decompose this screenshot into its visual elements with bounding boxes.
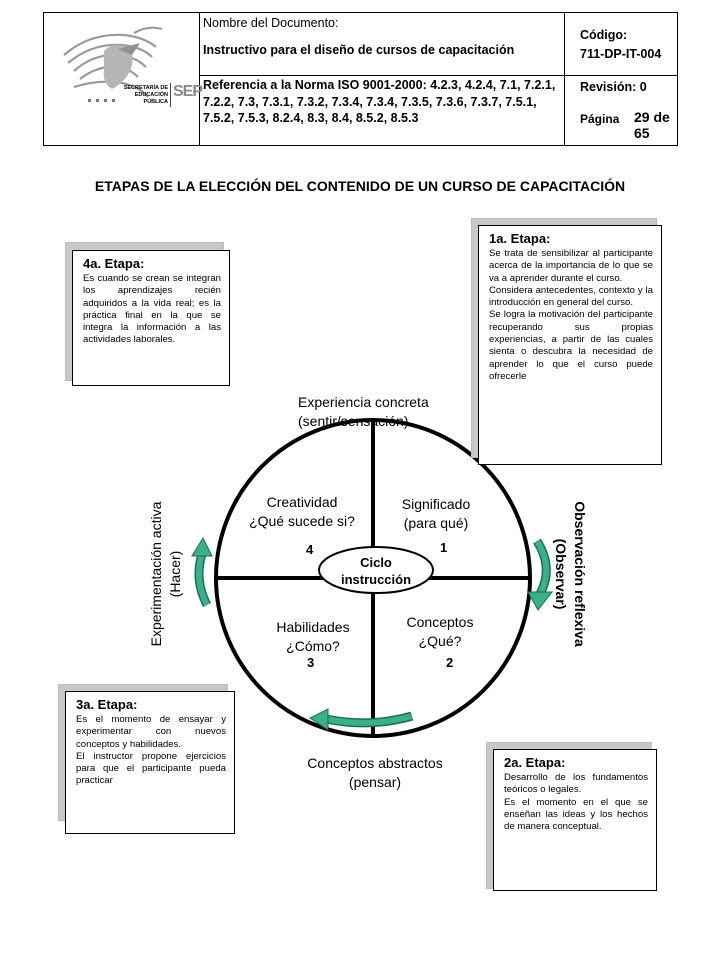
arrow-left-icon	[191, 536, 213, 608]
page-title: ETAPAS DE LA ELECCIÓN DEL CONTENIDO DE U…	[94, 178, 626, 194]
stage3-text-1: Es el momento de ensayar y experimentar …	[76, 714, 226, 750]
quadrant-number-2: 2	[446, 655, 454, 670]
bottom-label-line1: Conceptos abstractos	[307, 755, 443, 771]
stage3-box: 3a. Etapa: Es el momento de ensayar y ex…	[65, 691, 235, 834]
center-line2: instrucción	[340, 572, 412, 587]
arrow-right-icon	[527, 538, 554, 611]
q1-line1: Significado	[401, 496, 471, 512]
center-ellipse	[318, 546, 434, 594]
right-label-line2: (Observar)	[553, 538, 569, 610]
left-label-line2: (Hacer)	[167, 550, 183, 598]
quadrant-number-4: 4	[306, 542, 314, 557]
document-header: SECRETARÍA DE EDUCACIÓN PÚBLICA SEP Nomb…	[43, 12, 678, 146]
sep-logo	[63, 26, 163, 102]
label-conceptos-abstractos: Conceptos abstractos (pensar)	[280, 754, 470, 792]
logo-line-3: PÚBLICA	[143, 99, 168, 105]
top-label-line1: Experiencia concreta	[298, 394, 429, 410]
code-label: Código:	[580, 28, 628, 42]
q2-line2: ¿Qué?	[418, 633, 462, 649]
stage2-heading: 2a. Etapa:	[504, 755, 566, 770]
stage1-heading: 1a. Etapa:	[489, 231, 551, 246]
stage2-text-1: Desarrollo de los fundamentos teóricos o…	[504, 772, 648, 796]
logo-line-2: EDUCACIÓN	[134, 92, 168, 98]
quadrant-habilidades: Habilidades ¿Cómo?	[258, 618, 368, 656]
doc-meta: Código: 711-DP-IT-004 Revisión: 0 Página…	[564, 13, 677, 145]
quadrant-conceptos: Conceptos ¿Qué?	[385, 613, 495, 651]
stage4-heading: 4a. Etapa:	[83, 256, 145, 271]
page-number: 29 de 65	[634, 109, 670, 141]
q3-line1: Habilidades	[276, 619, 350, 635]
label-experimentacion-activa: Experimentación activa (Hacer)	[147, 474, 185, 674]
iso-reference: Referencia a la Norma ISO 9001-2000: 4.2…	[203, 78, 556, 125]
code-value: 711-DP-IT-004	[580, 47, 662, 61]
doc-info: Nombre del Documento: Instructivo para e…	[199, 13, 565, 145]
q4-line2: ¿Qué sucede si?	[249, 513, 355, 529]
quadrant-creatividad: Creatividad ¿Qué sucede si?	[236, 493, 368, 531]
stage1-box: 1a. Etapa: Se trata de sensibilizar al p…	[478, 225, 662, 465]
stage4-box: 4a. Etapa: Es cuando se crean se integra…	[72, 250, 230, 386]
quadrant-significado: Significado (para qué)	[385, 495, 487, 533]
stage1-text-3: Se logra la motivación del participante …	[489, 309, 653, 382]
quadrant-number-3: 3	[307, 655, 315, 670]
quadrant-number-1: 1	[440, 540, 448, 555]
q4-line1: Creatividad	[266, 494, 338, 510]
center-line1: Ciclo	[360, 555, 392, 570]
doc-name-label: Nombre del Documento:	[203, 16, 339, 30]
label-observacion-reflexiva: Observación reflexiva (Observar)	[551, 474, 589, 674]
page-label: Página	[580, 112, 620, 126]
q3-line2: ¿Cómo?	[286, 638, 340, 654]
stage3-heading: 3a. Etapa:	[76, 697, 138, 712]
stage1-text-2: Considera antecedentes, contexto y la in…	[489, 284, 653, 309]
logo-text: SECRETARÍA DE EDUCACIÓN PÚBLICA	[122, 85, 168, 106]
q1-line2: (para qué)	[403, 515, 469, 531]
stage2-text-2: Es el momento en el que se enseñan las i…	[504, 796, 648, 833]
left-label-line1: Experimentación activa	[148, 501, 164, 647]
stage1-text-1: Se trata de sensibilizar al participante…	[489, 248, 653, 284]
q2-line1: Conceptos	[406, 614, 474, 630]
label-experiencia-concreta: Experiencia concreta (sentir/sensación)	[274, 393, 464, 431]
revision: Revisión: 0	[580, 80, 647, 94]
arrow-bottom-icon	[309, 708, 414, 731]
stage3-text-2: El instructor propone ejercicios para qu…	[76, 750, 226, 787]
logo-cell: SECRETARÍA DE EDUCACIÓN PÚBLICA SEP	[44, 13, 203, 145]
right-label-line1: Observación reflexiva	[572, 501, 588, 647]
bottom-label-line2: (pensar)	[348, 774, 402, 790]
logo-divider	[170, 83, 171, 107]
stage4-text-1: Es cuando se crean se integran los apren…	[83, 273, 221, 346]
stage2-box: 2a. Etapa: Desarrollo de los fundamentos…	[493, 749, 657, 891]
logo-line-1: SECRETARÍA DE	[123, 85, 168, 91]
logo-sep: SEP	[173, 83, 203, 100]
doc-name: Instructivo para el diseño de cursos de …	[203, 43, 515, 57]
top-label-line2: (sentir/sensación)	[298, 413, 409, 429]
center-label: Ciclo instrucción	[328, 554, 424, 588]
